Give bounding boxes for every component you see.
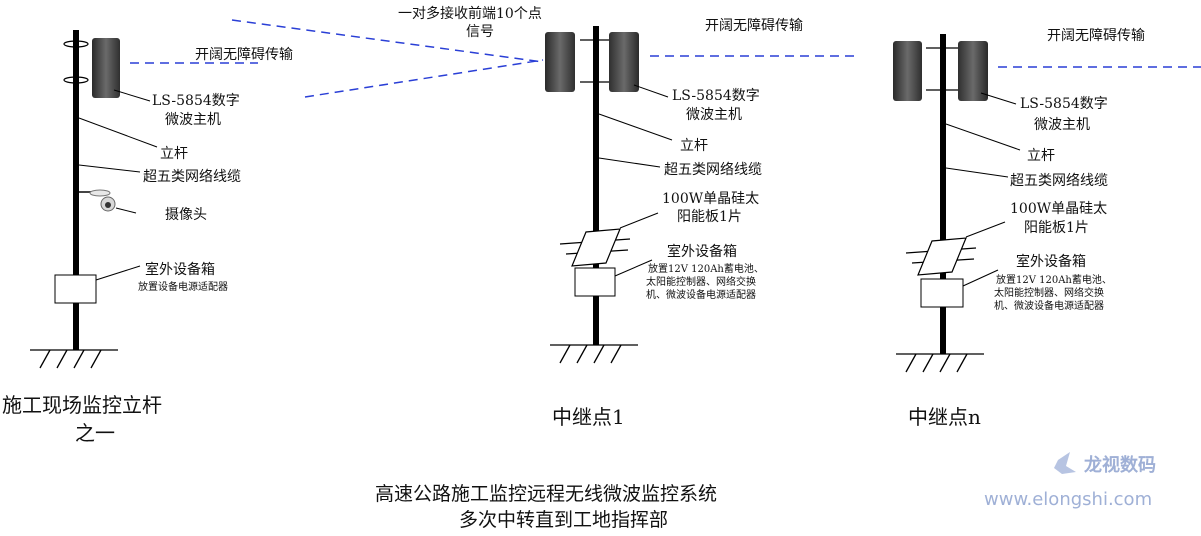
microwave-antenna <box>92 38 120 98</box>
relay-n-box-label: 室外设备箱 <box>1016 253 1086 270</box>
relay-1-antenna-left <box>545 32 575 92</box>
relay-n-equipment-box <box>920 278 964 308</box>
link-label-relayn: 开阔无障碍传输 <box>1047 28 1145 44</box>
site-box-sub: 放置设备电源适配器 <box>138 280 228 293</box>
relay-1-equipment-box <box>574 267 616 297</box>
relay-1-box-label: 室外设备箱 <box>667 243 737 260</box>
relay-1-box-sub-2: 太阳能控制器、网络交换 <box>646 275 756 288</box>
relay-1-box-sub-1: 放置12V 120Ah蓄电池、 <box>648 262 764 275</box>
site-caption-2: 之一 <box>75 421 115 445</box>
relay-n-caption: 中继点n <box>908 405 981 429</box>
relay-n-microwave-label-2: 微波主机 <box>1034 117 1090 133</box>
camera-icon <box>79 189 116 212</box>
site-cable-label: 超五类网络线缆 <box>143 169 241 185</box>
relay-n-microwave-label-1: LS-5854数字 <box>1020 96 1108 112</box>
relay-1-cable-label: 超五类网络线缆 <box>664 162 762 178</box>
wireless-links <box>130 19 1201 98</box>
antenna-mount <box>63 40 89 84</box>
relay-n-pole <box>940 34 946 354</box>
site-camera-label: 摄像头 <box>165 207 207 223</box>
relay-n-panel-label-1: 100W单晶硅太 <box>1010 201 1107 217</box>
multipoint-label-2: 信号 <box>466 24 494 40</box>
relay-1-caption: 中继点1 <box>552 405 625 429</box>
relay-n-antenna-left <box>893 41 922 101</box>
site-microwave-label-1: LS-5854数字 <box>152 93 240 109</box>
relay-1-box-sub-3: 机、微波设备电源适配器 <box>646 288 756 301</box>
site-pole-label: 立杆 <box>160 146 188 162</box>
relay-1-solar-panel <box>559 228 631 267</box>
relay-1-panel-label-2: 阳能板1片 <box>677 209 742 225</box>
footer-title-2: 多次中转直到工地指挥部 <box>459 509 668 531</box>
brand-logo-icon <box>1054 452 1076 474</box>
relay-n-leaders <box>945 92 1021 287</box>
link-label-site: 开阔无障碍传输 <box>195 47 293 63</box>
relay-n-panel-label-2: 阳能板1片 <box>1024 220 1089 236</box>
site-leaders <box>78 89 158 281</box>
relay-1-antenna-right <box>609 32 639 92</box>
relay-1-group: LS-5854数字 微波主机 立杆 超五类网络线缆 100W单晶硅太 阳能板1片… <box>545 26 764 429</box>
site-caption-1: 施工现场监控立杆 <box>2 393 162 417</box>
relay-1-pole-label: 立杆 <box>680 138 708 154</box>
relay-n-antenna-right <box>958 41 988 101</box>
relay-n-box-sub-2: 太阳能控制器、网络交换 <box>994 286 1104 299</box>
ground-hatch <box>550 344 638 364</box>
link-label-relay1: 开阔无障碍传输 <box>705 18 803 34</box>
site-pole <box>73 30 79 350</box>
relay-1-microwave-label-1: LS-5854数字 <box>672 88 760 104</box>
site-equipment-box <box>54 274 97 304</box>
link-upper-diagonal <box>231 19 544 63</box>
watermark-url: www.elongshi.com <box>984 489 1152 510</box>
footer-title-1: 高速公路施工监控远程无线微波监控系统 <box>375 483 717 505</box>
site-microwave-label-2: 微波主机 <box>165 112 221 128</box>
relay-n-group: LS-5854数字 微波主机 立杆 超五类网络线缆 100W单晶硅太 阳能板1片… <box>893 34 1112 429</box>
relay-n-cable-label: 超五类网络线缆 <box>1010 173 1108 189</box>
relay-1-panel-label-1: 100W单晶硅太 <box>662 191 759 207</box>
watermark-brand: 龙视数码 <box>1084 454 1156 476</box>
link-lower-diagonal <box>304 59 544 98</box>
relay-n-box-sub-1: 放置12V 120Ah蓄电池、 <box>996 273 1112 286</box>
relay-n-box-sub-3: 机、微波设备电源适配器 <box>994 299 1104 312</box>
relay-1-microwave-label-2: 微波主机 <box>686 107 742 123</box>
site-box-label: 室外设备箱 <box>145 261 215 278</box>
ground-hatch <box>896 353 984 373</box>
ground-hatch <box>30 349 118 369</box>
relay-n-pole-label: 立杆 <box>1027 148 1055 164</box>
relay-1-leaders <box>598 84 673 277</box>
multipoint-label-1: 一对多接收前端10个点 <box>398 5 542 22</box>
relay-n-solar-panel <box>905 237 977 276</box>
relay-1-pole <box>593 26 599 345</box>
site-pole-group: LS-5854数字 微波主机 立杆 超五类网络线缆 摄像头 室外设备箱 放置设备… <box>2 30 241 445</box>
watermark: 龙视数码 www.elongshi.com <box>984 452 1156 510</box>
